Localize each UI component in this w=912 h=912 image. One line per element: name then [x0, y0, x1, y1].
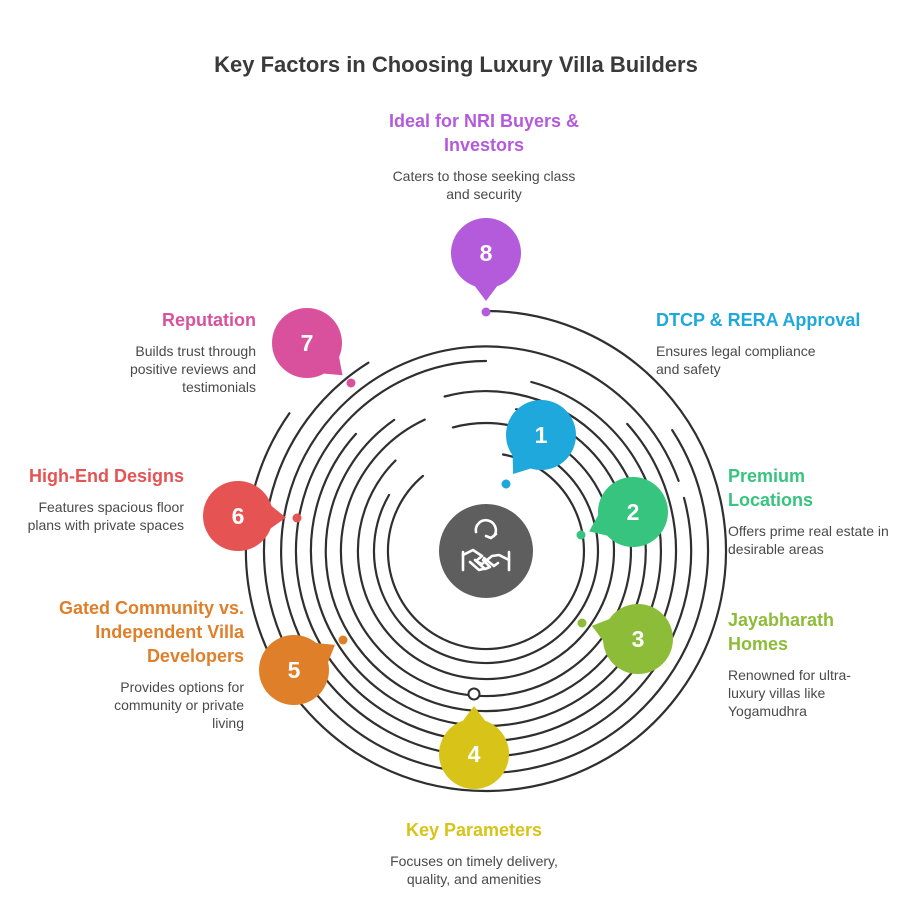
bubble-number-8: 8 [480, 240, 493, 266]
number-bubble-1: 1 [506, 400, 576, 475]
ring-dots [292, 307, 587, 701]
bubble-number-2: 2 [627, 499, 640, 525]
factor-label-1: DTCP & RERA Approval Ensures legal compl… [656, 308, 876, 378]
number-bubble-2: 2 [589, 477, 668, 547]
factor-heading-8: Ideal for NRI Buyers & Investors [388, 111, 580, 155]
orbit-ring [386, 453, 586, 651]
number-bubble-4: 4 [439, 706, 509, 789]
number-bubble-6: 6 [203, 481, 286, 551]
factor-desc-7: Builds trust through positive reviews an… [129, 343, 256, 395]
orbit-ring [324, 390, 647, 713]
factor-label-3: Jayabharath Homes Renowned for ultra-lux… [728, 608, 903, 720]
orbit-ring [244, 309, 728, 793]
factor-label-6: High-End Designs Features spacious floor… [14, 464, 184, 534]
factor-heading-7: Reputation [162, 310, 256, 330]
orbit-ring [294, 359, 678, 743]
ring-dot-4 [467, 687, 481, 701]
factor-desc-5: Provides options for community or privat… [114, 679, 244, 731]
handshake-icon [461, 518, 511, 572]
factor-desc-3: Renowned for ultra-luxury villas like Yo… [728, 667, 851, 719]
ring-dot-1 [501, 479, 511, 489]
bubble-number-1: 1 [535, 422, 548, 448]
number-bubble-3: 3 [591, 604, 673, 674]
bubble-number-7: 7 [301, 330, 314, 356]
ring-dot-7 [346, 378, 356, 388]
factor-desc-1: Ensures legal compliance and safety [656, 343, 816, 377]
ring-dot-6 [292, 513, 302, 523]
page-title: Key Factors in Choosing Luxury Villa Bui… [214, 52, 698, 77]
orbit-ring [309, 380, 663, 728]
factor-label-7: Reputation Builds trust through positive… [56, 308, 256, 396]
factor-heading-6: High-End Designs [28, 466, 184, 486]
orbit-ring [262, 361, 710, 775]
number-bubbles: 1 2 3 4 5 6 7 8 [203, 218, 673, 789]
bubble-number-5: 5 [288, 657, 301, 683]
factor-desc-2: Offers prime real estate in desirable ar… [728, 523, 889, 557]
ring-dot-3 [577, 618, 587, 628]
factor-heading-1: DTCP & RERA Approval [656, 310, 861, 330]
ring-dot-2 [576, 530, 586, 540]
factor-heading-3: Jayabharath Homes [728, 610, 835, 654]
orbit-ring [372, 444, 600, 665]
factor-heading-5: Gated Community vs. Independent Villa De… [58, 598, 244, 666]
number-bubble-8: 8 [451, 218, 521, 301]
factor-desc-6: Features spacious floor plans with priva… [27, 499, 184, 533]
factor-label-8: Ideal for NRI Buyers & Investors Caters … [359, 109, 609, 203]
bubble-number-4: 4 [468, 741, 481, 767]
ring-dot-5 [338, 635, 348, 645]
bubble-number-6: 6 [232, 503, 245, 529]
orbit-ring [280, 345, 693, 758]
factor-heading-4: Key Parameters [405, 820, 543, 840]
bubble-number-3: 3 [632, 626, 645, 652]
ring-dot-8 [481, 307, 491, 317]
number-bubble-7: 7 [272, 308, 343, 378]
number-bubble-5: 5 [259, 635, 335, 705]
factor-label-2: Premium Locations Offers prime real esta… [728, 464, 903, 558]
factor-desc-4: Focuses on timely delivery, quality, and… [390, 853, 558, 887]
factor-desc-8: Caters to those seeking class and securi… [392, 168, 576, 202]
center-circle [439, 504, 533, 598]
factor-label-4: Key Parameters Focuses on timely deliver… [349, 818, 599, 888]
factor-label-5: Gated Community vs. Independent Villa De… [44, 596, 244, 732]
factor-heading-2: Premium Locations [728, 466, 814, 510]
center-hub [439, 504, 533, 598]
